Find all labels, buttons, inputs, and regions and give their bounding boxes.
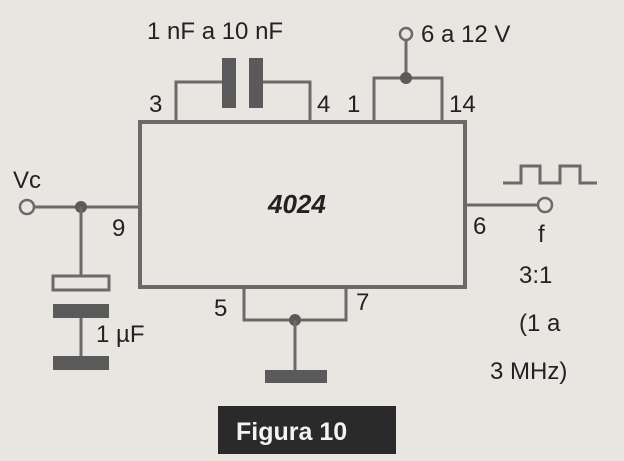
wire-pin1-pin14 [372, 76, 444, 122]
input-capacitor-bottom-plate [53, 304, 109, 318]
output-terminal [536, 196, 554, 214]
chip-label: 4024 [267, 189, 326, 219]
pin-3-label: 3 [149, 91, 162, 118]
wire-pin3-cap [174, 80, 222, 122]
timing-capacitor-plate-right [249, 58, 263, 108]
capacitor-top-label: 1 nF a 10 nF [147, 18, 283, 45]
output-note-line1: 3:1 [519, 262, 552, 289]
output-label: f [538, 221, 545, 248]
supply-label: 6 a 12 V [421, 21, 510, 48]
supply-terminal [398, 26, 414, 42]
output-note-line2: (1 a [519, 310, 561, 337]
input-label: Vc [13, 167, 41, 194]
input-capacitor-top-plate [51, 274, 111, 292]
ground-bar-bottom [265, 370, 327, 383]
pin-14-label: 14 [449, 91, 476, 118]
pin-9-label: 9 [112, 215, 125, 242]
ground-bar-left [53, 356, 109, 370]
pin-1-label: 1 [347, 91, 360, 118]
pin-6-label: 6 [473, 213, 486, 240]
pin-5-label: 5 [214, 295, 227, 322]
figure-caption-box [218, 406, 396, 454]
timing-capacitor-plate-left [222, 58, 236, 108]
output-note-line3: 3 MHz) [490, 358, 567, 385]
square-wave-icon [503, 164, 597, 185]
supply-junction-dot [400, 72, 412, 84]
pin-7-label: 7 [356, 289, 369, 316]
capacitor-left-label: 1 µF [96, 321, 145, 348]
input-terminal [18, 198, 36, 216]
figure-caption: Figura 10 [236, 418, 347, 446]
pin-4-label: 4 [317, 91, 330, 118]
wire-cap-pin4 [262, 80, 312, 122]
